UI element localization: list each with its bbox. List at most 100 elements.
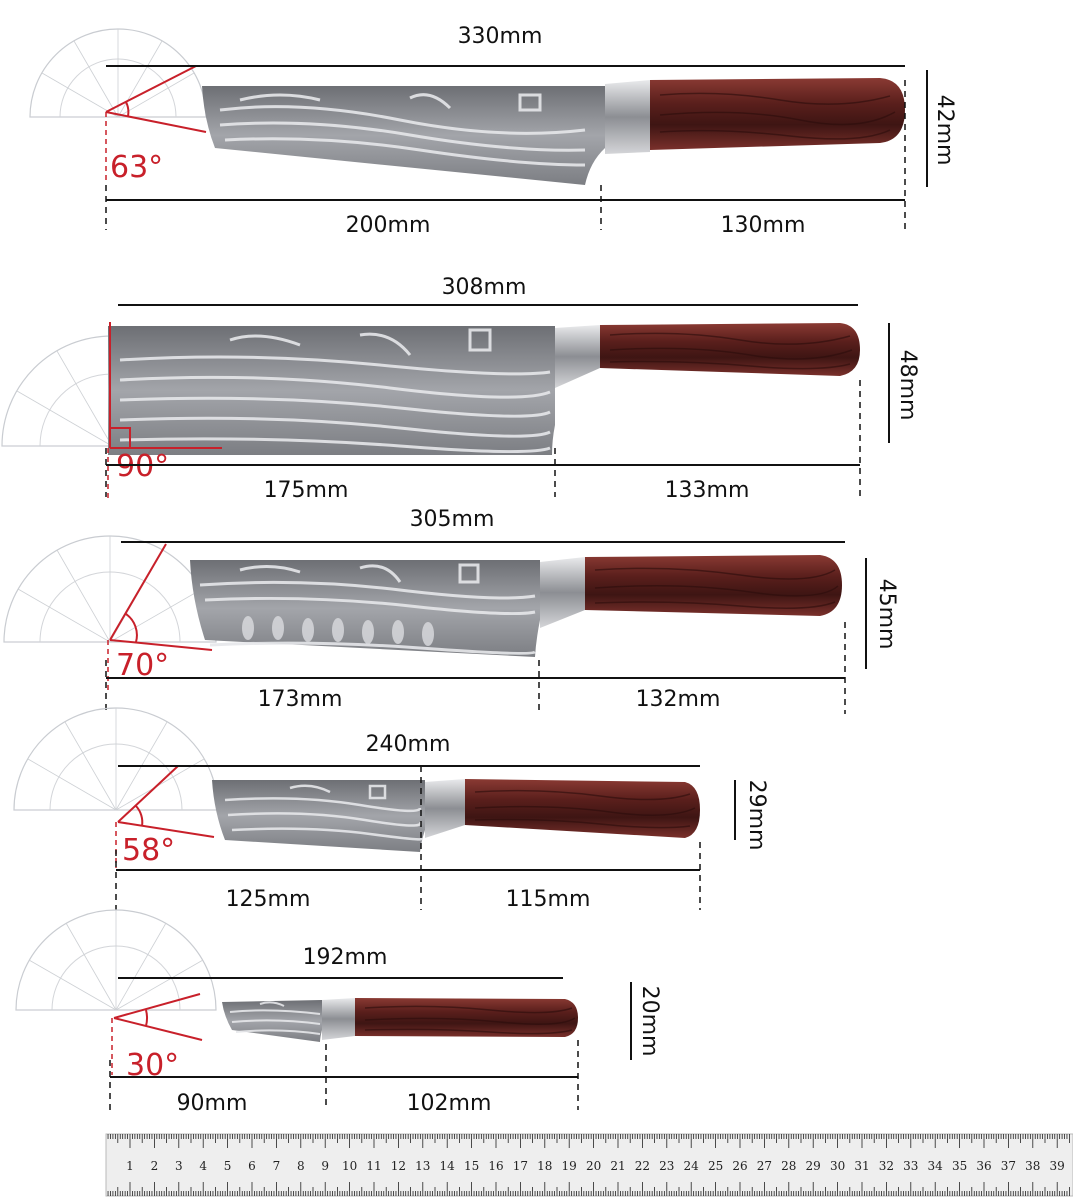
ruler-label: 34 <box>928 1159 944 1173</box>
angle-label: 58° <box>122 833 175 868</box>
angle-label: 90° <box>116 449 169 484</box>
handle <box>650 78 905 150</box>
ruler-label: 26 <box>732 1159 747 1173</box>
wood-grain <box>594 567 839 609</box>
dimension-total: 305mm <box>121 507 845 543</box>
ruler-label: 33 <box>903 1159 918 1173</box>
ruler-label: 20 <box>586 1159 601 1173</box>
ruler-ticks <box>107 1134 1070 1196</box>
dim-height-label: 20mm <box>637 986 662 1057</box>
dimension-blade-handle: 175mm 133mm <box>105 380 861 503</box>
ruler-label: 31 <box>854 1159 869 1173</box>
dim-height-label: 48mm <box>895 350 920 421</box>
damascus-pattern <box>199 563 536 655</box>
dimension-blade-handle: 200mm 130mm <box>105 80 906 238</box>
ruler-label: 9 <box>321 1159 329 1173</box>
dim-blade-label: 200mm <box>346 213 431 238</box>
dim-height-label: 29mm <box>744 780 769 851</box>
wood-grain <box>659 92 896 140</box>
dimension-height: 20mm <box>630 982 662 1060</box>
dimension-total: 192mm <box>118 945 563 979</box>
dim-handle-label: 132mm <box>636 687 721 712</box>
ruler-label: 35 <box>952 1159 967 1173</box>
blade <box>202 86 605 185</box>
knife-chef: 63° 330mm 200mm 130mm <box>29 24 957 238</box>
ruler-label: 8 <box>297 1159 305 1173</box>
dim-blade-label: 173mm <box>258 687 343 712</box>
ruler-label: 30 <box>830 1159 845 1173</box>
knife-santoku: 70° 305mm 173mm 132mm 45mm <box>3 507 899 714</box>
dimension-height: 29mm <box>734 780 769 851</box>
dimension-blade-handle: 173mm 132mm <box>105 622 846 714</box>
dim-height-label: 45mm <box>874 579 899 650</box>
protractor <box>29 28 207 118</box>
ruler-label: 10 <box>342 1159 357 1173</box>
angle-lines <box>109 543 213 651</box>
dim-total-label: 305mm <box>410 507 495 532</box>
dimension-blade-handle: 125mm 115mm <box>115 766 701 912</box>
knife-paring: 30° 192mm 90mm 102mm 20mm <box>15 909 662 1116</box>
dimension-height: 45mm <box>865 558 899 669</box>
ruler-label: 14 <box>440 1159 456 1173</box>
ruler-label: 27 <box>757 1159 772 1173</box>
protractor <box>15 909 217 1011</box>
dim-blade-label: 125mm <box>226 887 311 912</box>
bolster <box>425 779 465 838</box>
ruler-label: 11 <box>366 1159 381 1173</box>
dimension-blade-handle: 90mm 102mm <box>109 1040 579 1116</box>
damascus-pattern <box>229 1001 321 1035</box>
dim-handle-label: 130mm <box>721 213 806 238</box>
ruler-label: 13 <box>415 1159 430 1173</box>
ruler-label: 32 <box>879 1159 894 1173</box>
ruler-label: 18 <box>537 1159 552 1173</box>
granton-dimples <box>242 616 434 646</box>
dim-total-label: 192mm <box>303 945 388 970</box>
ruler-label: 16 <box>488 1159 503 1173</box>
ruler-label: 21 <box>610 1159 625 1173</box>
damascus-pattern <box>224 784 423 841</box>
ruler-label: 24 <box>684 1159 700 1173</box>
dimension-total: 330mm <box>106 24 905 67</box>
dimension-total: 308mm <box>118 275 858 306</box>
ruler-label: 7 <box>273 1159 281 1173</box>
knife-utility: 58° 240mm 125mm 115mm 29mm <box>13 707 769 912</box>
ruler-label: 2 <box>151 1159 159 1173</box>
ruler-label: 1 <box>126 1159 134 1173</box>
angle-lines <box>105 65 207 133</box>
protractor <box>13 707 219 811</box>
wood-grain <box>474 789 696 829</box>
ruler-body <box>105 1133 1073 1197</box>
ruler-label: 28 <box>781 1159 796 1173</box>
bolster <box>605 80 650 154</box>
dim-handle-label: 115mm <box>506 887 591 912</box>
ruler-label: 15 <box>464 1159 479 1173</box>
angle-lines <box>117 765 215 838</box>
dimension-total: 240mm <box>118 732 700 767</box>
ruler-label: 12 <box>391 1159 406 1173</box>
dim-blade-label: 175mm <box>264 478 349 503</box>
wood-grain <box>609 332 853 370</box>
ruler-label: 39 <box>1050 1159 1065 1173</box>
dimension-height: 42mm <box>926 70 957 187</box>
dim-total-label: 240mm <box>366 732 451 757</box>
knife-cleaver: 90° 308mm 175mm 133mm 48mm <box>1 275 920 503</box>
ruler-label: 36 <box>976 1159 991 1173</box>
handle <box>355 998 578 1037</box>
dim-total-label: 308mm <box>442 275 527 300</box>
bolster <box>322 998 355 1040</box>
ruler-label: 22 <box>635 1159 650 1173</box>
ruler-label: 19 <box>562 1159 577 1173</box>
ruler-label: 4 <box>199 1159 207 1173</box>
bolster <box>555 325 600 388</box>
dim-total-label: 330mm <box>458 24 543 49</box>
handle <box>600 323 860 376</box>
angle-lines <box>109 322 222 449</box>
wood-grain <box>364 1005 576 1035</box>
dimension-height: 48mm <box>888 323 920 443</box>
handle <box>585 555 842 616</box>
angle-lines <box>113 993 203 1041</box>
ruler-label: 6 <box>248 1159 256 1173</box>
